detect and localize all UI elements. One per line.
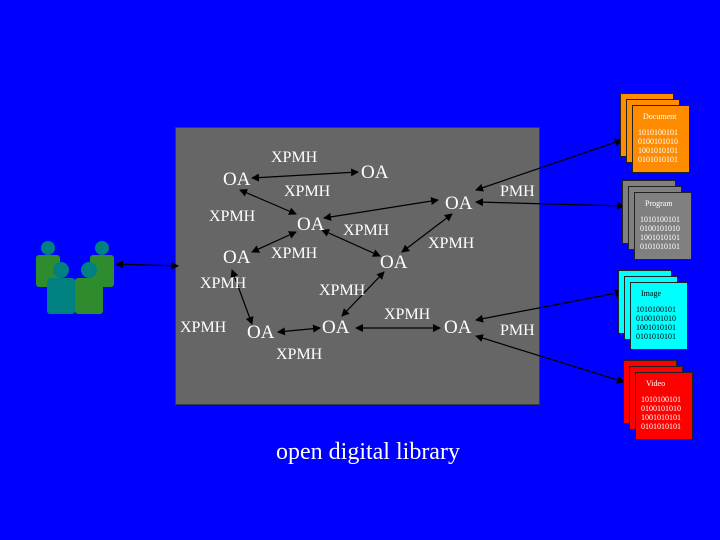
diagram-caption: open digital library — [276, 439, 460, 465]
program-bits: 1010100101 0100101010 1001010101 0101010… — [640, 215, 680, 251]
image-label: Image — [641, 289, 661, 298]
program-card-front: Program 1010100101 0100101010 1001010101… — [634, 192, 692, 260]
bits-row: 1010100101 — [636, 305, 676, 314]
label-xpmh-7: XPMH — [200, 275, 247, 292]
bits-row: 0101010101 — [641, 422, 681, 431]
document-card-front: Document 1010100101 0100101010 100101010… — [632, 105, 690, 173]
label-pmh-2: PMH — [500, 322, 535, 339]
document-bits: 1010100101 0100101010 1001010101 0101010… — [638, 128, 678, 164]
bits-row: 1010100101 — [641, 395, 681, 404]
program-label: Program — [645, 199, 673, 208]
edge-oa4-oa6 — [321, 229, 381, 257]
document-label: Document — [643, 112, 677, 121]
label-xpmh-11: XPMH — [276, 346, 323, 363]
bits-row: 0100101010 — [636, 314, 676, 323]
edge-oa3-program — [475, 198, 625, 210]
label-xpmh-5: XPMH — [428, 235, 475, 252]
label-xpmh-6: XPMH — [271, 245, 318, 262]
bits-row: 1001010101 — [640, 233, 680, 242]
edge-oa3-document — [475, 138, 623, 192]
label-xpmh-10: XPMH — [180, 319, 227, 336]
label-pmh-1: PMH — [500, 183, 535, 200]
bits-row: 0100101010 — [638, 137, 678, 146]
bits-row: 1001010101 — [636, 323, 676, 332]
video-bits: 1010100101 0100101010 1001010101 0101010… — [641, 395, 681, 431]
bits-row: 0100101010 — [640, 224, 680, 233]
edge-oa6-oa7 — [341, 271, 385, 317]
edge-oa4-oa5 — [251, 231, 297, 253]
edge-oa9-image — [475, 289, 623, 323]
node-oa-top: OA — [361, 162, 389, 183]
bits-row: 0100101010 — [641, 404, 681, 413]
node-oa-right-top: OA — [445, 193, 473, 214]
node-oa-left-top: OA — [223, 169, 251, 190]
edge-oa1-oa2 — [251, 168, 359, 182]
bits-row: 0101010101 — [638, 155, 678, 164]
bits-row: 0101010101 — [636, 332, 676, 341]
node-oa-bottom-left: OA — [247, 322, 275, 343]
label-xpmh-4: XPMH — [343, 222, 390, 239]
image-bits: 1010100101 0100101010 1001010101 0101010… — [636, 305, 676, 341]
label-xpmh-3: XPMH — [209, 208, 256, 225]
node-oa-middle-right: OA — [380, 252, 408, 273]
bits-row: 0101010101 — [640, 242, 680, 251]
label-xpmh-9: XPMH — [384, 306, 431, 323]
edge-oa1-oa4 — [239, 189, 297, 215]
edge-oa9-video — [475, 334, 625, 384]
image-card-front: Image 1010100101 0100101010 1001010101 0… — [630, 282, 688, 350]
edge-users-library — [115, 260, 179, 270]
edge-oa4-oa3 — [323, 197, 439, 221]
video-label: Video — [646, 379, 666, 388]
edge-oa5-oa8 — [230, 269, 254, 325]
bits-row: 1001010101 — [638, 146, 678, 155]
users-group-icon — [36, 241, 114, 314]
node-oa-left-middle: OA — [223, 247, 251, 268]
node-oa-center: OA — [297, 214, 325, 235]
label-xpmh-1: XPMH — [271, 149, 318, 166]
node-oa-bottom-right: OA — [444, 317, 472, 338]
label-xpmh-2: XPMH — [284, 183, 331, 200]
edge-oa8-oa7 — [277, 324, 321, 336]
bits-row: 1010100101 — [638, 128, 678, 137]
video-card-front: Video 1010100101 0100101010 1001010101 0… — [635, 372, 693, 440]
label-xpmh-8: XPMH — [319, 282, 366, 299]
bits-row: 1010100101 — [640, 215, 680, 224]
node-oa-bottom-center: OA — [322, 317, 350, 338]
bits-row: 1001010101 — [641, 413, 681, 422]
edge-oa6-oa3 — [401, 213, 453, 253]
